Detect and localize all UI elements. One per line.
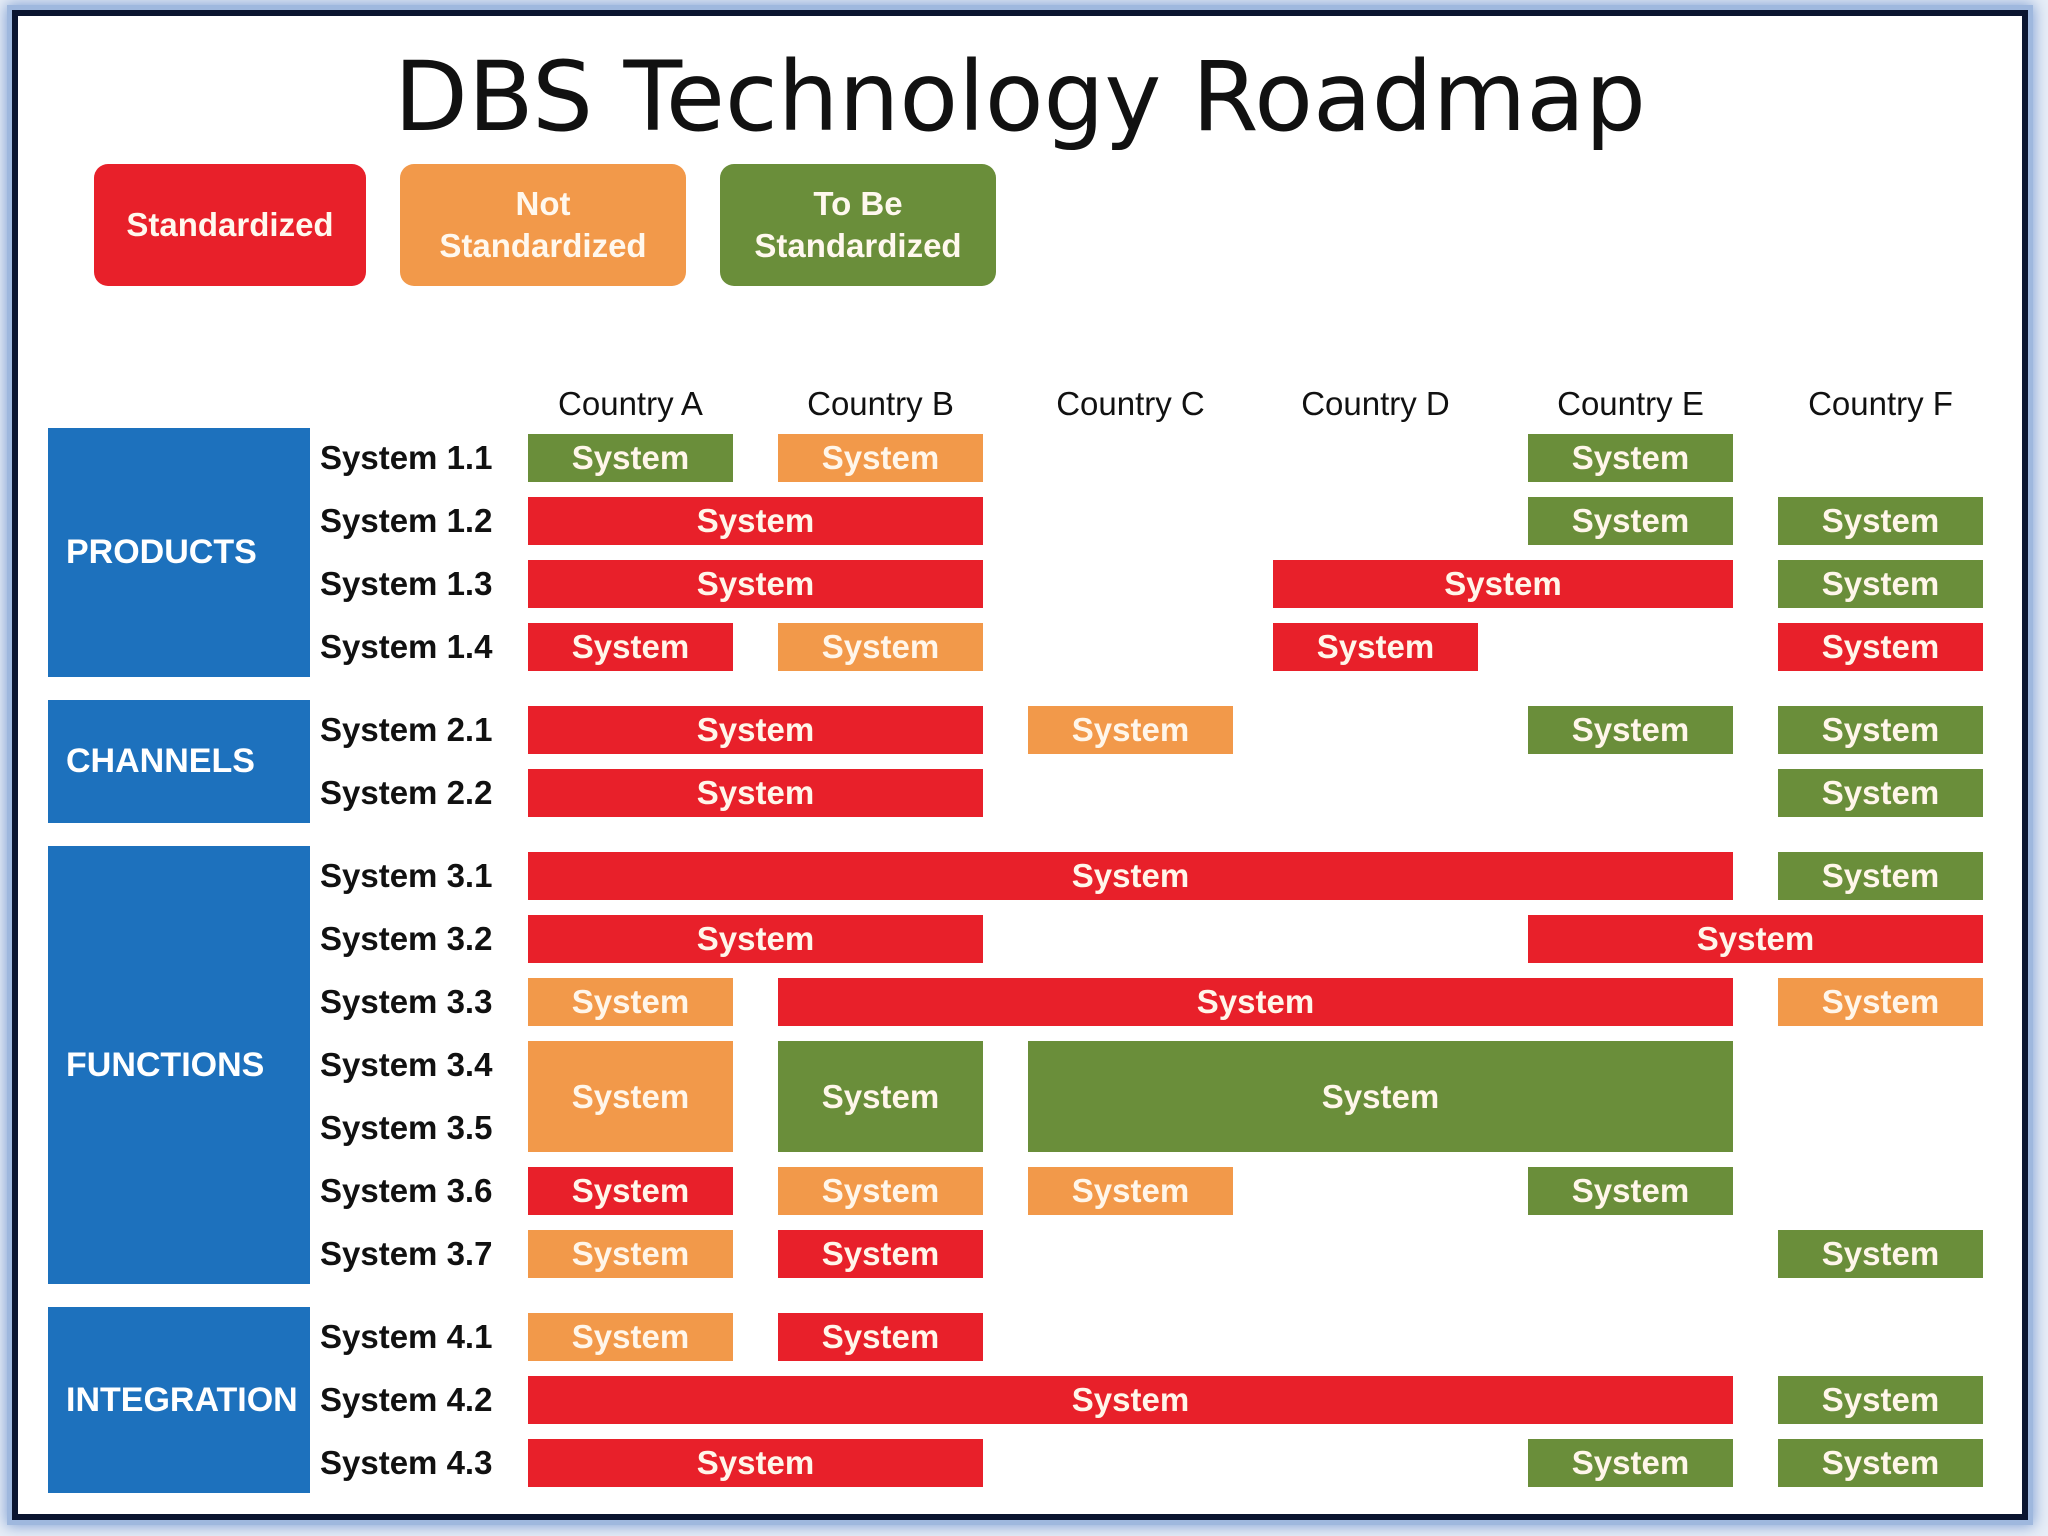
row-label: System 4.2 <box>320 1381 493 1418</box>
section-integration: INTEGRATION <box>48 1307 310 1493</box>
system-bar-to-be-standardized: System <box>1528 1439 1733 1487</box>
system-bar-standardized: System <box>778 1313 983 1361</box>
system-bar-not-standardized: System <box>528 1230 733 1278</box>
system-bar-standardized: System <box>528 1439 983 1487</box>
system-bar-standardized: System <box>1273 623 1478 671</box>
section-products: PRODUCTS <box>48 428 310 677</box>
system-bar-to-be-standardized: System <box>1778 497 1983 545</box>
row-label: System 4.3 <box>320 1444 493 1481</box>
system-bar-to-be-standardized: System <box>1778 706 1983 754</box>
system-bar-to-be-standardized: System <box>528 434 733 482</box>
country-header-country-d: Country D <box>1301 385 1450 422</box>
row-label: System 3.3 <box>320 983 493 1020</box>
system-bar-to-be-standardized: System <box>1778 769 1983 817</box>
country-header-country-a: Country A <box>558 385 703 422</box>
system-bar-not-standardized: System <box>1778 978 1983 1026</box>
country-header-country-b: Country B <box>807 385 954 422</box>
system-bar-to-be-standardized: System <box>1528 706 1733 754</box>
country-header-country-c: Country C <box>1056 385 1205 422</box>
row-label: System 3.5 <box>320 1109 493 1146</box>
slide-title: DBS Technology Roadmap <box>394 41 1646 153</box>
system-bar-standardized: System <box>528 1376 1733 1424</box>
system-bar-standardized: System <box>528 706 983 754</box>
system-bar-not-standardized: System <box>528 1041 733 1152</box>
system-bar-to-be-standardized: System <box>1778 852 1983 900</box>
country-header-country-f: Country F <box>1808 385 1953 422</box>
row-label: System 1.2 <box>320 502 493 539</box>
legend-not-standardized: Not Standardized <box>400 164 686 286</box>
system-bar-not-standardized: System <box>778 434 983 482</box>
system-bar-not-standardized: System <box>778 623 983 671</box>
system-bar-to-be-standardized: System <box>1528 497 1733 545</box>
section-channels: CHANNELS <box>48 700 310 823</box>
row-label: System 2.2 <box>320 774 493 811</box>
system-bar-not-standardized: System <box>778 1167 983 1215</box>
row-label: System 1.4 <box>320 628 493 665</box>
system-bar-to-be-standardized: System <box>1528 434 1733 482</box>
country-header-country-e: Country E <box>1557 385 1704 422</box>
system-bar-not-standardized: System <box>528 978 733 1026</box>
system-bar-to-be-standardized: System <box>1028 1041 1733 1152</box>
system-bar-standardized: System <box>1778 623 1983 671</box>
row-label: System 1.1 <box>320 439 493 476</box>
system-bar-not-standardized: System <box>1028 706 1233 754</box>
row-label: System 3.4 <box>320 1046 493 1083</box>
row-label: System 2.1 <box>320 711 493 748</box>
system-bar-to-be-standardized: System <box>1778 560 1983 608</box>
system-bar-to-be-standardized: System <box>778 1041 983 1152</box>
row-label: System 3.2 <box>320 920 493 957</box>
system-bar-to-be-standardized: System <box>1778 1376 1983 1424</box>
row-label: System 4.1 <box>320 1318 493 1355</box>
system-bar-standardized: System <box>528 560 983 608</box>
system-bar-standardized: System <box>528 497 983 545</box>
system-bar-standardized: System <box>1273 560 1733 608</box>
system-bar-not-standardized: System <box>1028 1167 1233 1215</box>
system-bar-standardized: System <box>778 1230 983 1278</box>
legend-to-be-standardized: To Be Standardized <box>720 164 996 286</box>
section-functions: FUNCTIONS <box>48 846 310 1284</box>
system-bar-standardized: System <box>528 623 733 671</box>
system-bar-not-standardized: System <box>528 1313 733 1361</box>
system-bar-standardized: System <box>528 915 983 963</box>
system-bar-to-be-standardized: System <box>1778 1230 1983 1278</box>
row-label: System 3.1 <box>320 857 493 894</box>
row-label: System 3.7 <box>320 1235 493 1272</box>
system-bar-standardized: System <box>528 1167 733 1215</box>
system-bar-standardized: System <box>528 852 1733 900</box>
system-bar-to-be-standardized: System <box>1778 1439 1983 1487</box>
row-label: System 1.3 <box>320 565 493 602</box>
legend-standardized: Standardized <box>94 164 366 286</box>
row-label: System 3.6 <box>320 1172 493 1209</box>
slide-frame: DBS Technology Roadmap Standardized Not S… <box>12 10 2028 1520</box>
system-bar-to-be-standardized: System <box>1528 1167 1733 1215</box>
system-bar-standardized: System <box>778 978 1733 1026</box>
system-bar-standardized: System <box>528 769 983 817</box>
system-bar-standardized: System <box>1528 915 1983 963</box>
